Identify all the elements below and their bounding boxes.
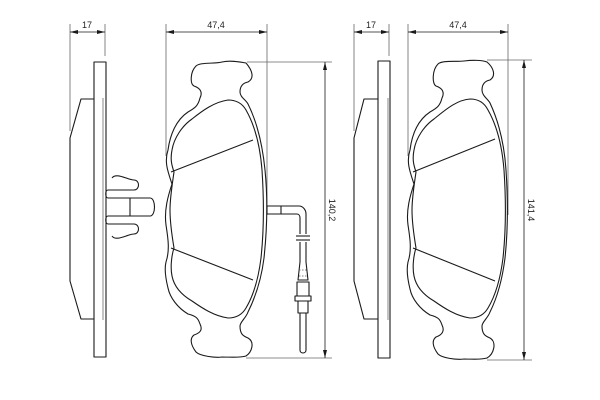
left-side-view: 17	[69, 20, 156, 358]
width-label-right: 47,4	[449, 20, 467, 30]
friction-block	[353, 98, 378, 320]
height-label-right: 141,4	[526, 199, 536, 222]
right-front-view: 47,4 141,4	[406, 20, 536, 361]
friction-block	[69, 98, 94, 320]
height-label-left: 140,2	[327, 199, 337, 222]
pad-backing-outline	[164, 60, 268, 358]
pad-friction-outline	[169, 99, 264, 319]
width-label-left: 47,4	[207, 20, 225, 30]
backing-plate	[93, 61, 107, 358]
thickness-label-left: 17	[82, 20, 92, 30]
backing-plate	[377, 60, 391, 359]
thickness-label-right: 17	[366, 20, 376, 30]
retaining-clip	[105, 175, 156, 239]
pad-friction-outline	[411, 98, 506, 319]
left-front-view: 47,4 140,2	[164, 20, 337, 359]
wear-sensor	[266, 205, 312, 354]
right-side-view: 17	[353, 20, 391, 359]
pad-backing-outline	[406, 59, 508, 360]
